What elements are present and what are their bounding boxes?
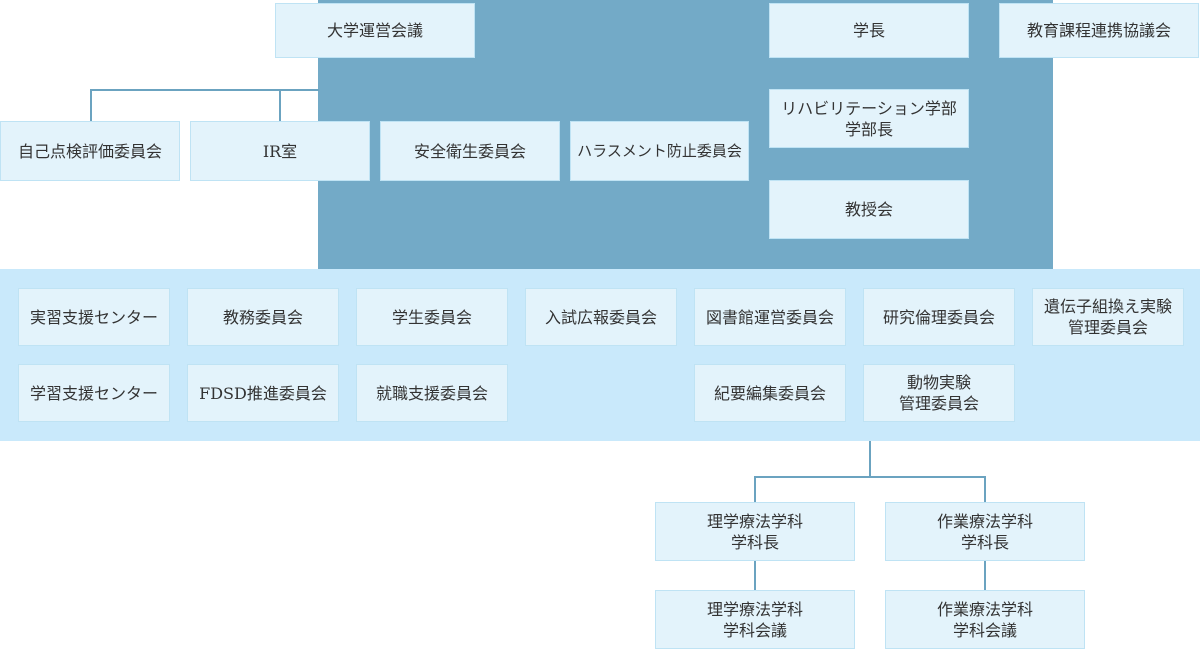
org-node-label: 教育課程連携協議会 xyxy=(1026,21,1171,40)
org-node-academic-affairs: 教務委員会 xyxy=(187,288,339,346)
org-node-label: 教授会 xyxy=(844,200,893,219)
org-node-animal-experiment: 動物実験 管理委員会 xyxy=(863,364,1015,422)
org-node-career-support: 就職支援委員会 xyxy=(356,364,508,422)
org-node-label: リハビリテーション学部 学部長 xyxy=(781,98,957,139)
org-node-fdsd: FDSD推進委員会 xyxy=(187,364,339,422)
org-node-self-inspection: 自己点検評価委員会 xyxy=(0,121,180,181)
org-node-label: 遺伝子組換え実験 管理委員会 xyxy=(1043,297,1172,337)
org-node-label: 学長 xyxy=(852,21,885,40)
org-node-bulletin: 紀要編集委員会 xyxy=(694,364,846,422)
org-node-label: 大学運営会議 xyxy=(326,21,423,40)
org-node-label: 理学療法学科 学科会議 xyxy=(706,599,803,640)
connector-band-stub xyxy=(869,441,871,478)
org-node-pt-meeting: 理学療法学科 学科会議 xyxy=(655,590,855,649)
org-node-label: 作業療法学科 学科長 xyxy=(936,511,1033,552)
org-node-label: IR室 xyxy=(262,141,298,161)
org-node-student-committee: 学生委員会 xyxy=(356,288,508,346)
org-node-univ-council: 大学運営会議 xyxy=(275,3,475,58)
connector-ot-head-drop xyxy=(984,476,986,502)
org-node-safety-health: 安全衛生委員会 xyxy=(380,121,560,181)
connector-self-inspection-drop xyxy=(90,89,92,121)
org-node-label: 教務委員会 xyxy=(222,307,303,327)
org-node-label: 入試広報委員会 xyxy=(544,307,657,327)
org-node-label: 作業療法学科 学科会議 xyxy=(936,599,1033,640)
org-node-harassment: ハラスメント防止委員会 xyxy=(570,121,749,181)
org-node-label: 研究倫理委員会 xyxy=(882,307,995,327)
org-node-admissions-pr: 入試広報委員会 xyxy=(525,288,677,346)
connector-departments-horizontal xyxy=(754,476,986,478)
org-node-pt-head: 理学療法学科 学科長 xyxy=(655,502,855,561)
org-node-curriculum-council: 教育課程連携協議会 xyxy=(999,3,1199,58)
org-node-label: 動物実験 管理委員会 xyxy=(898,373,979,413)
org-node-label: 自己点検評価委員会 xyxy=(17,141,162,161)
org-node-president: 学長 xyxy=(769,3,969,58)
org-node-faculty-meeting: 教授会 xyxy=(769,180,969,239)
org-node-label: 安全衛生委員会 xyxy=(413,141,526,161)
org-node-ot-meeting: 作業療法学科 学科会議 xyxy=(885,590,1085,649)
connector-ir-office-drop xyxy=(279,89,281,121)
org-node-learning-support: 学習支援センター xyxy=(18,364,170,422)
org-node-label: 紀要編集委員会 xyxy=(713,383,826,403)
connector-pt-meeting-drop xyxy=(754,561,756,590)
connector-ot-meeting-drop xyxy=(984,561,986,590)
org-node-ir-office: IR室 xyxy=(190,121,370,181)
org-node-research-ethics: 研究倫理委員会 xyxy=(863,288,1015,346)
org-node-ot-head: 作業療法学科 学科長 xyxy=(885,502,1085,561)
connector-top-horizontal xyxy=(90,89,319,91)
org-node-label: 学生委員会 xyxy=(391,307,472,327)
org-node-training-support: 実習支援センター xyxy=(18,288,170,346)
org-node-dean: リハビリテーション学部 学部長 xyxy=(769,89,969,148)
connector-pt-head-drop xyxy=(754,476,756,502)
org-node-label: 理学療法学科 学科長 xyxy=(706,511,803,552)
org-node-gene-recombination: 遺伝子組換え実験 管理委員会 xyxy=(1032,288,1184,346)
org-node-label: ハラスメント防止委員会 xyxy=(577,141,742,160)
org-node-label: 学習支援センター xyxy=(29,383,158,403)
org-node-label: 就職支援委員会 xyxy=(375,383,488,403)
org-node-label: 実習支援センター xyxy=(29,307,158,327)
org-node-label: 図書館運営委員会 xyxy=(705,307,834,327)
org-node-label: FDSD推進委員会 xyxy=(199,383,327,403)
org-node-library: 図書館運営委員会 xyxy=(694,288,846,346)
